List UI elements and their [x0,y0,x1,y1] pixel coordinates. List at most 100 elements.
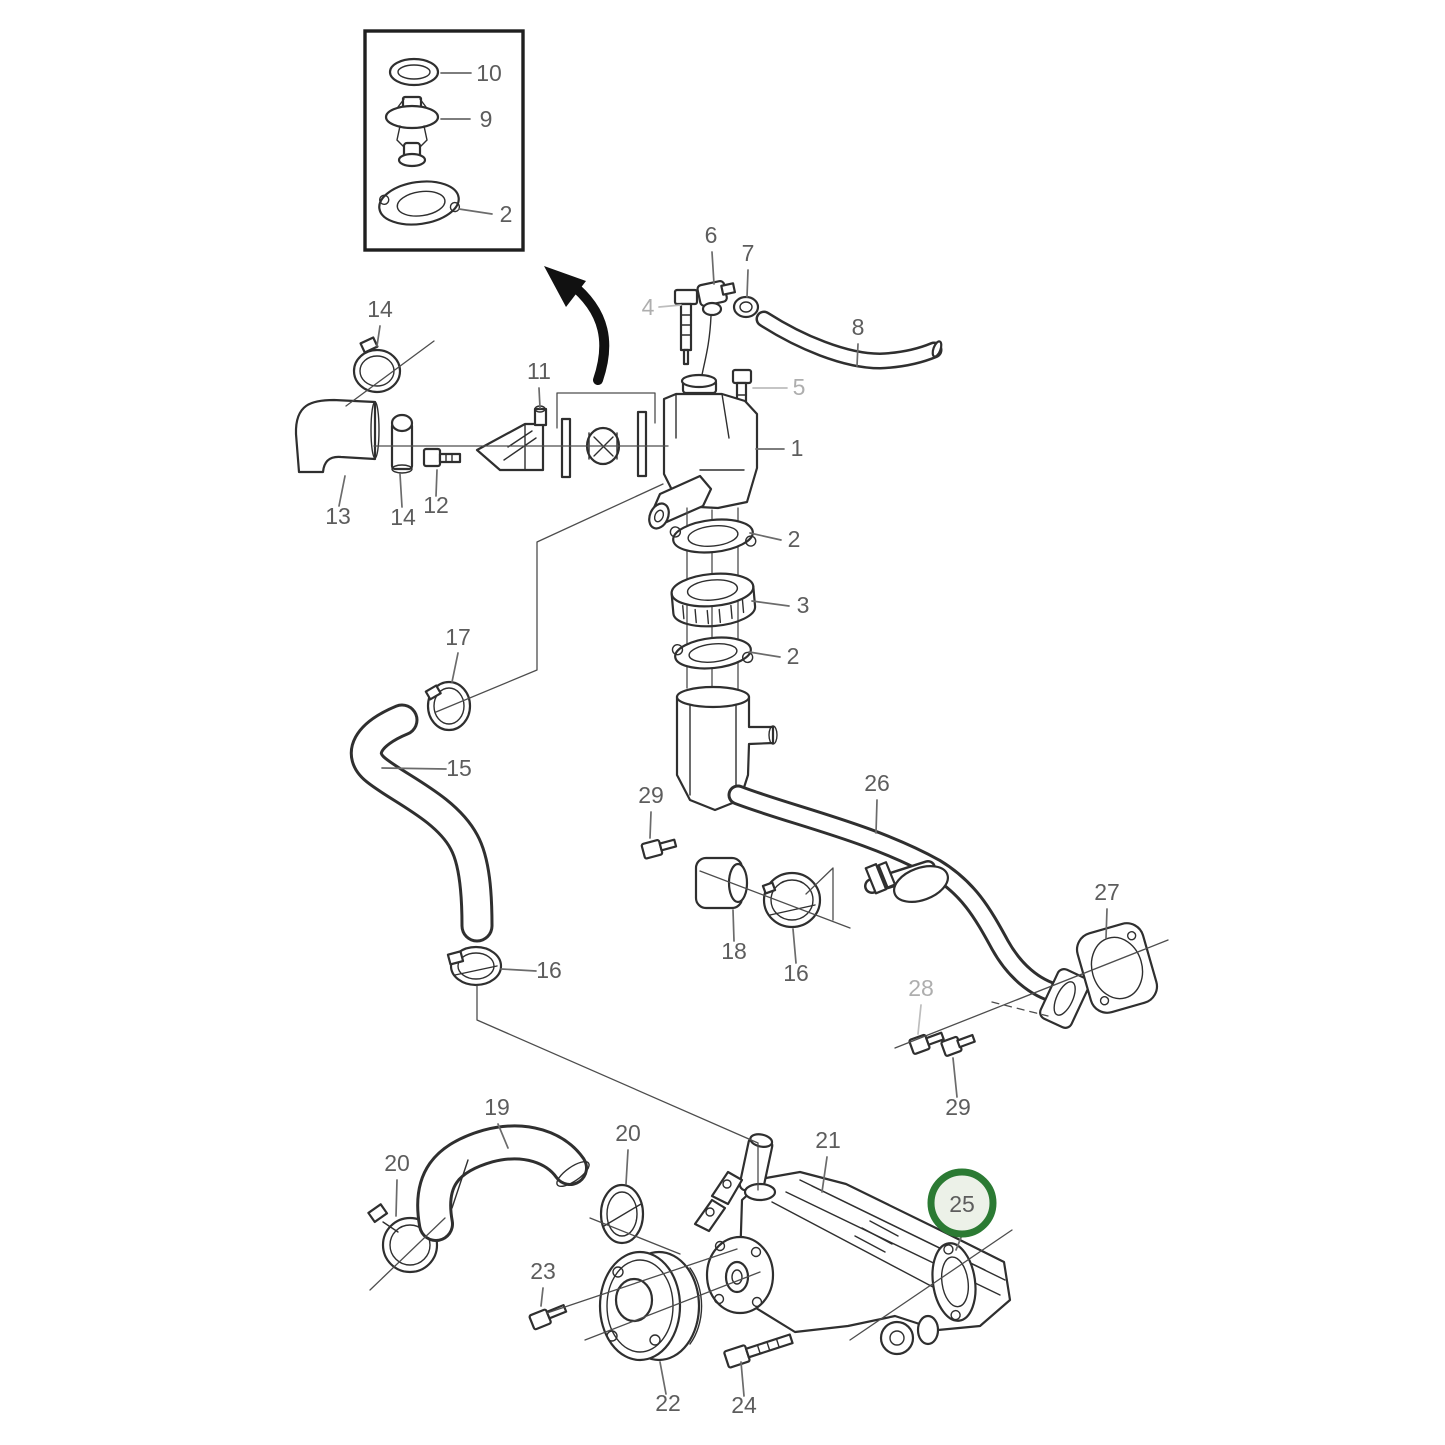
part-label-24: 24 [731,1392,757,1418]
part-label-19: 19 [484,1094,510,1120]
clamp-17 [424,680,472,732]
leader-line [338,475,346,507]
part-label-14: 14 [367,296,393,322]
bolt-24 [723,1333,794,1369]
thermostat-housing-1 [648,373,759,530]
clamp-16-left [446,945,503,987]
part-label-29: 29 [945,1094,971,1120]
gasket-2-upper [669,518,757,554]
part-label-2: 2 [500,201,513,227]
part-label-18: 18 [721,938,747,964]
bolt-28 [908,1031,945,1055]
leader-line [1105,908,1108,939]
leader-line [955,1234,963,1251]
leader-line [746,269,749,298]
part-label-5: 5 [793,374,806,400]
leader-line [649,811,652,839]
part-label-20: 20 [384,1150,410,1176]
thermostat-assembly-plates [560,410,648,479]
clamp-14-top [352,336,402,394]
part-label-21: 21 [815,1127,841,1153]
part-label-27: 27 [1094,879,1120,905]
sleeve-18 [694,856,749,910]
stub-14-bottom [390,413,414,474]
leader-line [538,387,541,409]
part-label-9: 9 [480,106,493,132]
leader-line [711,251,715,285]
leader-line [381,767,447,770]
part-label-20: 20 [615,1120,641,1146]
leader-line [659,1361,667,1395]
part-label-25: 25 [949,1191,975,1217]
leader-line [732,909,735,942]
leader-line [376,325,381,347]
pipe-26 [727,784,1091,1029]
leader-line [917,1004,922,1035]
part-label-2: 2 [788,526,801,552]
part-label-7: 7 [742,240,755,266]
leader-line [751,600,790,607]
part-label-15: 15 [446,755,472,781]
hose-15 [349,703,494,943]
part-label-26: 26 [864,770,890,796]
part-label-22: 22 [655,1390,681,1416]
bolt-29-right [940,1033,976,1057]
leader-line [952,1057,958,1098]
leader-line [749,532,782,541]
thermostat-drawing [384,95,440,168]
part-label-11: 11 [527,358,551,384]
gasket-27 [1075,922,1159,1014]
pulley-22 [598,1250,703,1362]
leader-line [821,1156,828,1193]
leader-line [792,928,797,964]
reference-arrow [544,266,610,385]
part-label-10: 10 [476,60,502,86]
leader-line [748,651,781,658]
bolt-12 [422,447,462,468]
adapter-11 [475,405,548,472]
part-label-6: 6 [705,222,718,248]
part-label-28: 28 [908,975,934,1001]
nut-7 [732,295,760,319]
leader-line [500,968,537,972]
part-label-17: 17 [445,624,471,650]
section-lines [345,340,1169,1341]
part-label-16: 16 [783,960,809,986]
leader-line [856,343,859,367]
leader-line [740,1361,745,1397]
part-label-16: 16 [536,957,562,983]
part-label-4: 4 [642,294,655,320]
leader-line [875,799,878,834]
inset-detail-box [363,29,525,252]
leader-line [395,1179,398,1217]
leader-line [458,208,493,215]
part-label-2: 2 [787,643,800,669]
leader-line [625,1149,629,1185]
part-label-14: 14 [390,504,416,530]
part-label-8: 8 [852,314,865,340]
leader-lines [338,72,1108,1397]
part-label-29: 29 [638,782,664,808]
pipe-26-stub [864,860,949,903]
gasket-inset-drawing [378,180,461,226]
elbow-hose-13 [294,398,380,474]
leader-line [435,469,438,497]
bolt-23 [528,1304,568,1331]
part-label-23: 23 [530,1258,556,1284]
leader-line [451,652,459,683]
leader-line [540,1287,544,1307]
outlet-housing [675,685,778,812]
clamp-20-right [599,1183,645,1245]
leader-line [658,304,682,308]
bolt-4 [673,288,699,366]
highlight-group [927,1168,997,1238]
o-ring-drawing [388,57,440,87]
bolt-29-left [640,838,678,860]
leader-line [399,473,403,508]
part-label-3: 3 [797,592,810,618]
fitting-3 [670,572,757,628]
gasket-2-lower [671,636,754,670]
